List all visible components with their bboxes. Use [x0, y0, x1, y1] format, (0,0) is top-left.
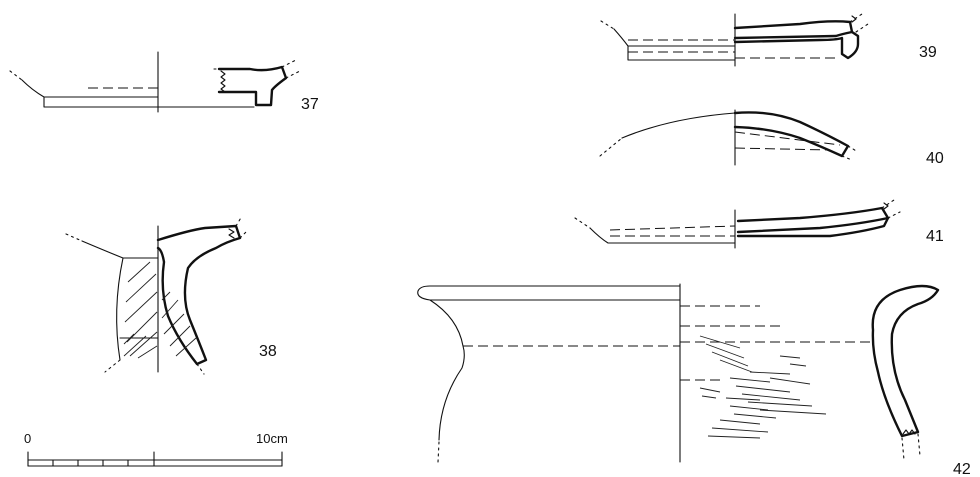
vessel-37: 37	[9, 51, 319, 113]
vessel-41: 41	[574, 199, 944, 249]
figure-label-42: 42	[953, 461, 971, 477]
figure-label-40: 40	[926, 150, 944, 167]
scale-bar-start-label: 0	[24, 431, 31, 446]
scale-bar: 0 10cm	[24, 431, 288, 467]
figure-label-41: 41	[926, 228, 944, 245]
scale-bar-end-label: 10cm	[256, 431, 288, 446]
vessel-40: 40	[599, 109, 944, 167]
vessel-39: 39	[600, 13, 937, 67]
figure-label-38: 38	[259, 343, 277, 360]
figure-label-39: 39	[919, 44, 937, 61]
figure-label-37: 37	[301, 96, 319, 113]
vessel-38: 38	[65, 215, 277, 375]
vessel-42: 42	[417, 283, 971, 477]
